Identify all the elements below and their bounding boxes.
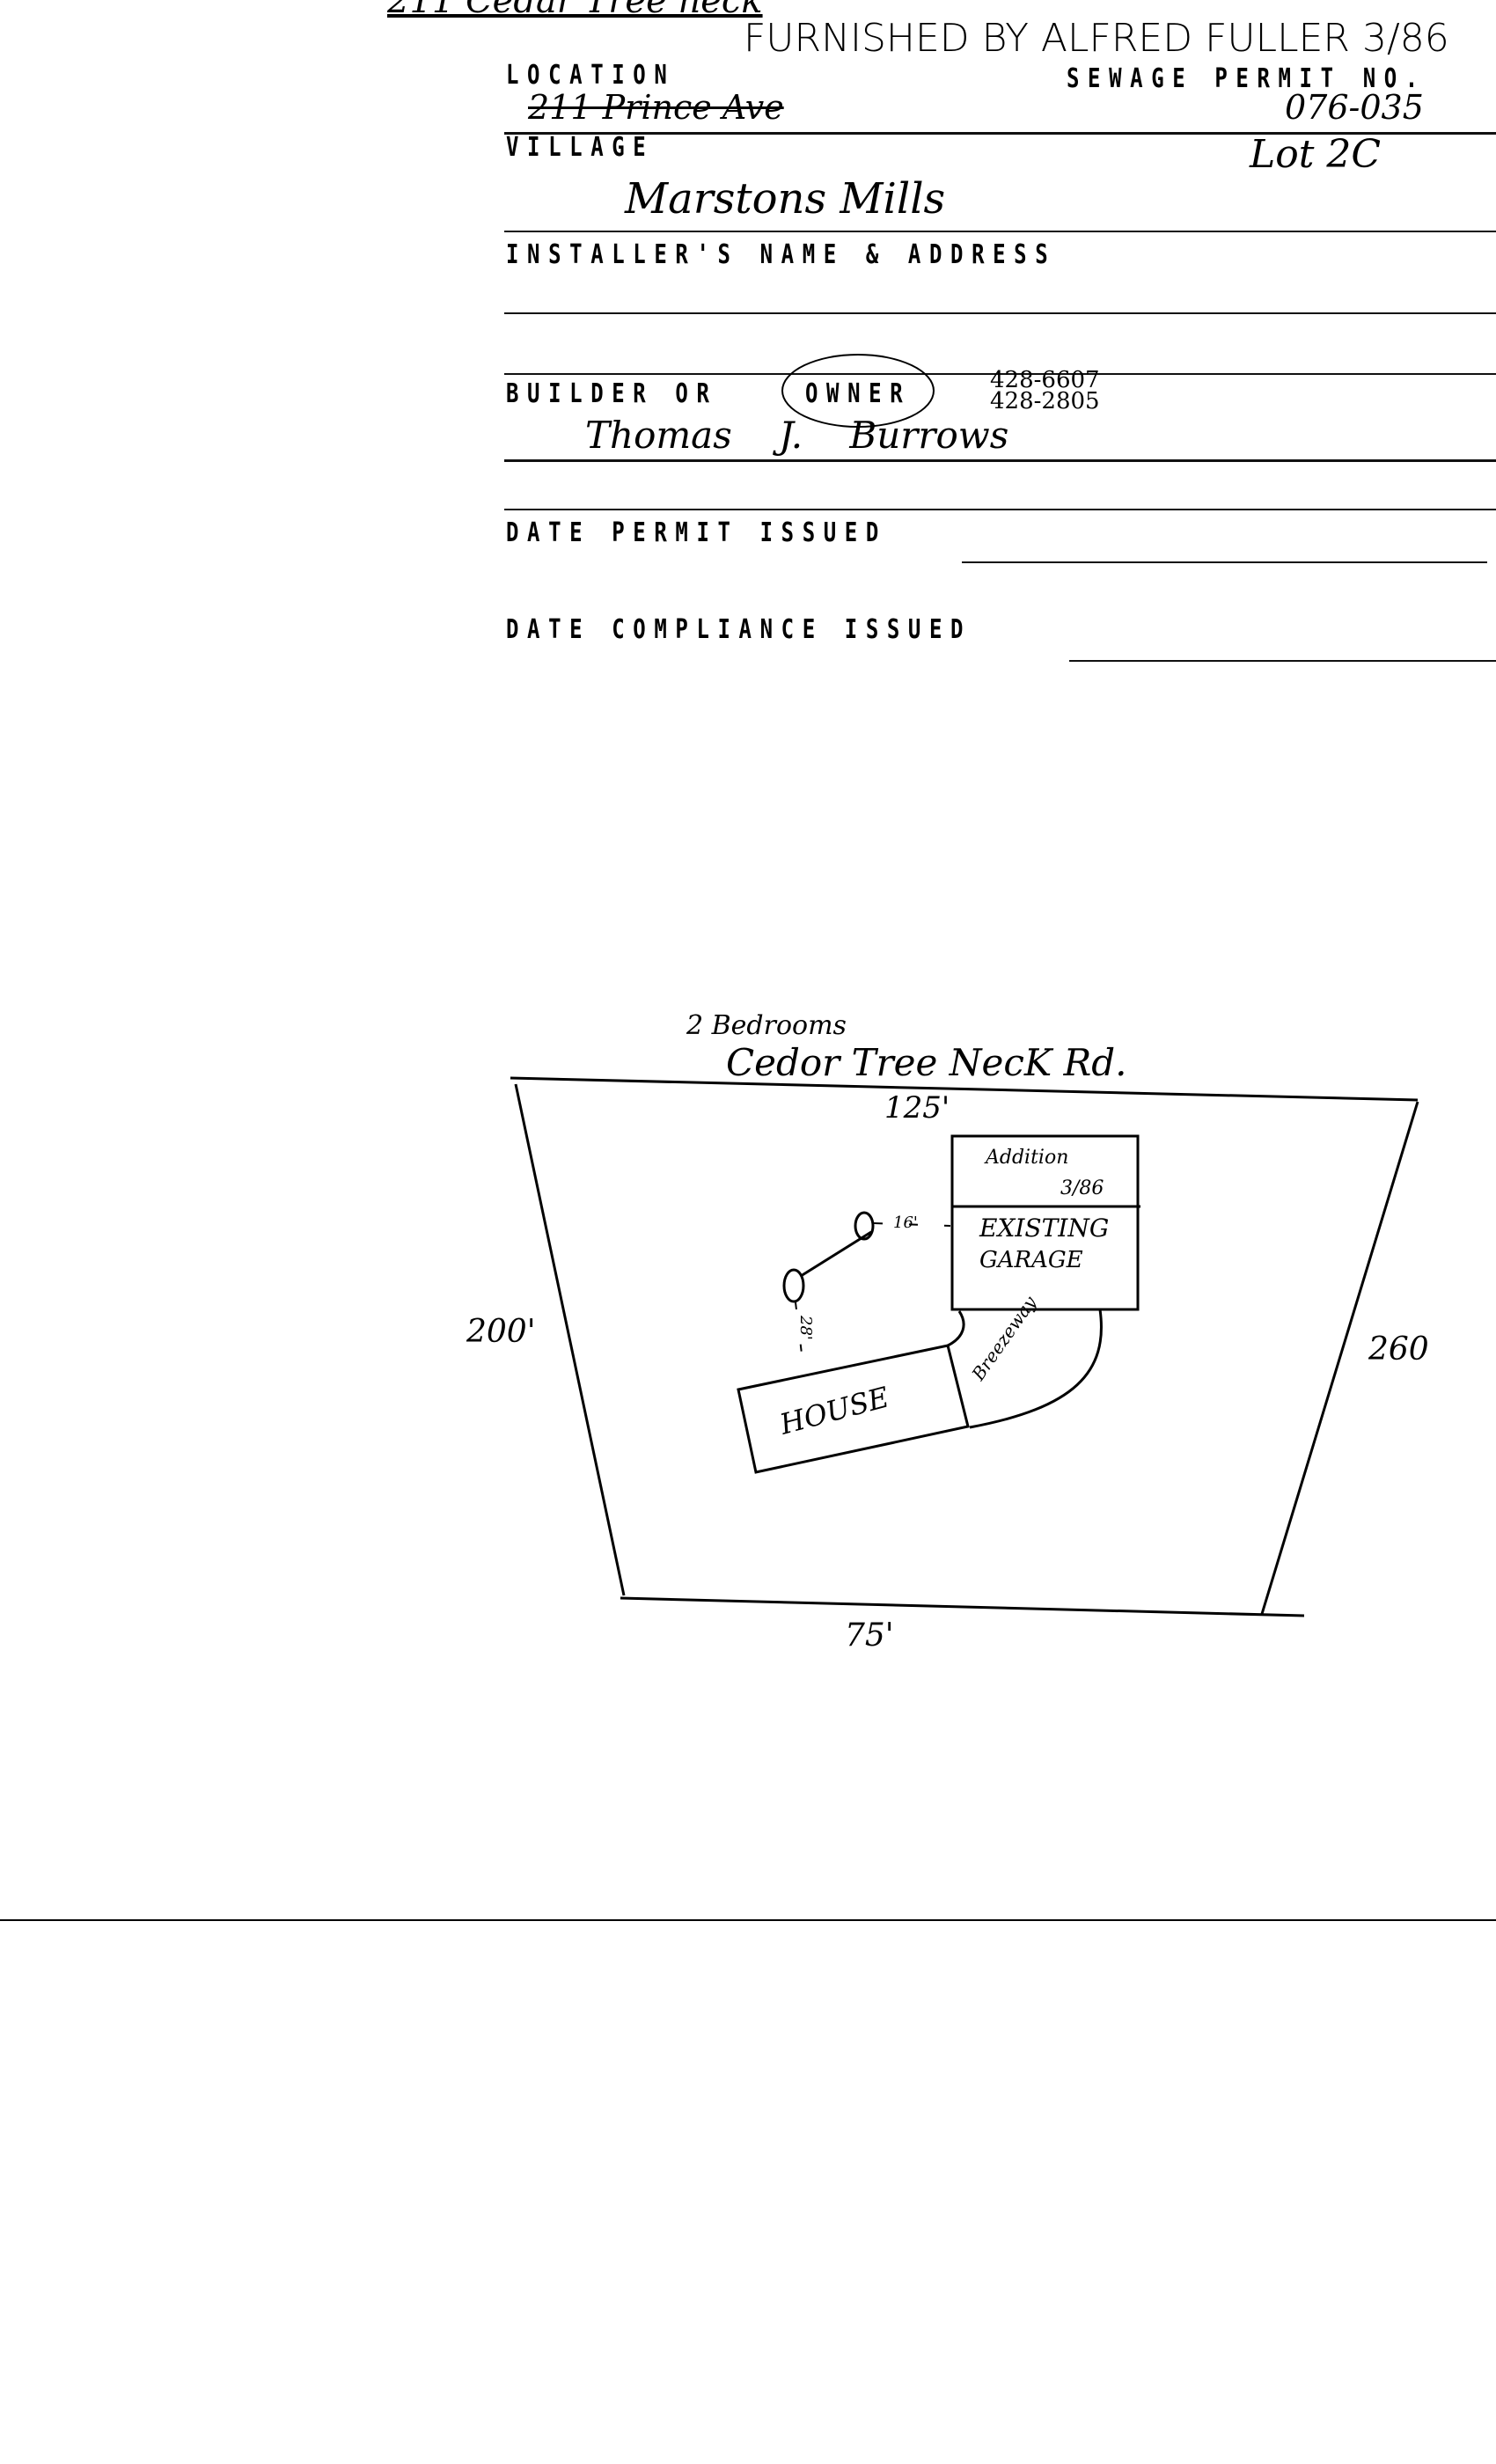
phone-2: 428-2805 — [990, 388, 1100, 414]
addition-date: 3/86 — [1060, 1177, 1104, 1199]
date-compliance-label: DATE COMPLIANCE ISSUED — [506, 614, 972, 645]
breezeway-edge-2 — [969, 1309, 1103, 1429]
dist-16-arrow — [873, 1222, 951, 1227]
installer-line-1 — [504, 312, 1496, 314]
garage-label-2: GARAGE — [979, 1247, 1083, 1273]
lot-number: Lot 2C — [1250, 132, 1382, 177]
pipe-line — [800, 1230, 872, 1278]
installer-line-2 — [504, 373, 1496, 375]
left-dimension: 200' — [466, 1314, 536, 1350]
top-dimension: 125' — [884, 1090, 950, 1126]
village-value: Marstons Mills — [625, 174, 946, 224]
date-permit-label: DATE PERMIT ISSUED — [506, 517, 887, 548]
installer-label: INSTALLER'S NAME & ADDRESS — [506, 239, 1057, 270]
septic-tank-icon — [854, 1211, 875, 1241]
sewage-permit-label: SEWAGE PERMIT NO. — [1067, 63, 1426, 94]
village-line — [504, 231, 1496, 232]
leaching-pit-icon — [782, 1268, 805, 1303]
village-label: VILLAGE — [506, 132, 655, 163]
addition-label: Addition — [984, 1147, 1068, 1169]
owner-line-2 — [504, 509, 1496, 510]
owner-circle — [781, 354, 935, 428]
lot-left-line — [514, 1083, 626, 1596]
builder-label: BUILDER OR — [506, 378, 718, 409]
lot-right-line — [1260, 1101, 1419, 1615]
right-dimension: 260 — [1368, 1331, 1429, 1368]
house-outline — [737, 1344, 970, 1474]
owner-name: Thomas J. Burrows — [585, 414, 1009, 457]
house-label: HOUSE — [775, 1380, 892, 1441]
location-line — [504, 132, 1496, 135]
phone-1: 428-6607 — [990, 367, 1100, 393]
breezeway-label: Breezeway — [967, 1292, 1041, 1385]
lot-top-line — [510, 1076, 1419, 1102]
location-value: 211 Prince Ave — [528, 88, 784, 127]
bedrooms-note: 2 Bedrooms — [686, 1010, 847, 1041]
bottom-dimension: 75' — [845, 1617, 894, 1654]
date-permit-line — [962, 561, 1487, 563]
garage-outline — [950, 1134, 1140, 1311]
dist-16-label: 16' — [893, 1214, 918, 1232]
owner-line-1 — [504, 459, 1496, 462]
date-compliance-line — [1069, 660, 1496, 662]
breezeway-edge-1 — [947, 1310, 965, 1347]
road-name: Cedor Tree NecK Rd. — [726, 1041, 1126, 1084]
garage-label-1: EXISTING — [979, 1214, 1109, 1243]
header-note: 211 Cedar Tree neck — [387, 0, 763, 21]
furnished-note: FURNISHED BY ALFRED FULLER 3/86 — [744, 16, 1449, 61]
location-label: LOCATION — [506, 60, 676, 91]
lot-bottom-line — [620, 1596, 1305, 1617]
dist-28-label: 28' — [796, 1315, 815, 1340]
sewage-permit-value: 076-035 — [1285, 88, 1424, 127]
